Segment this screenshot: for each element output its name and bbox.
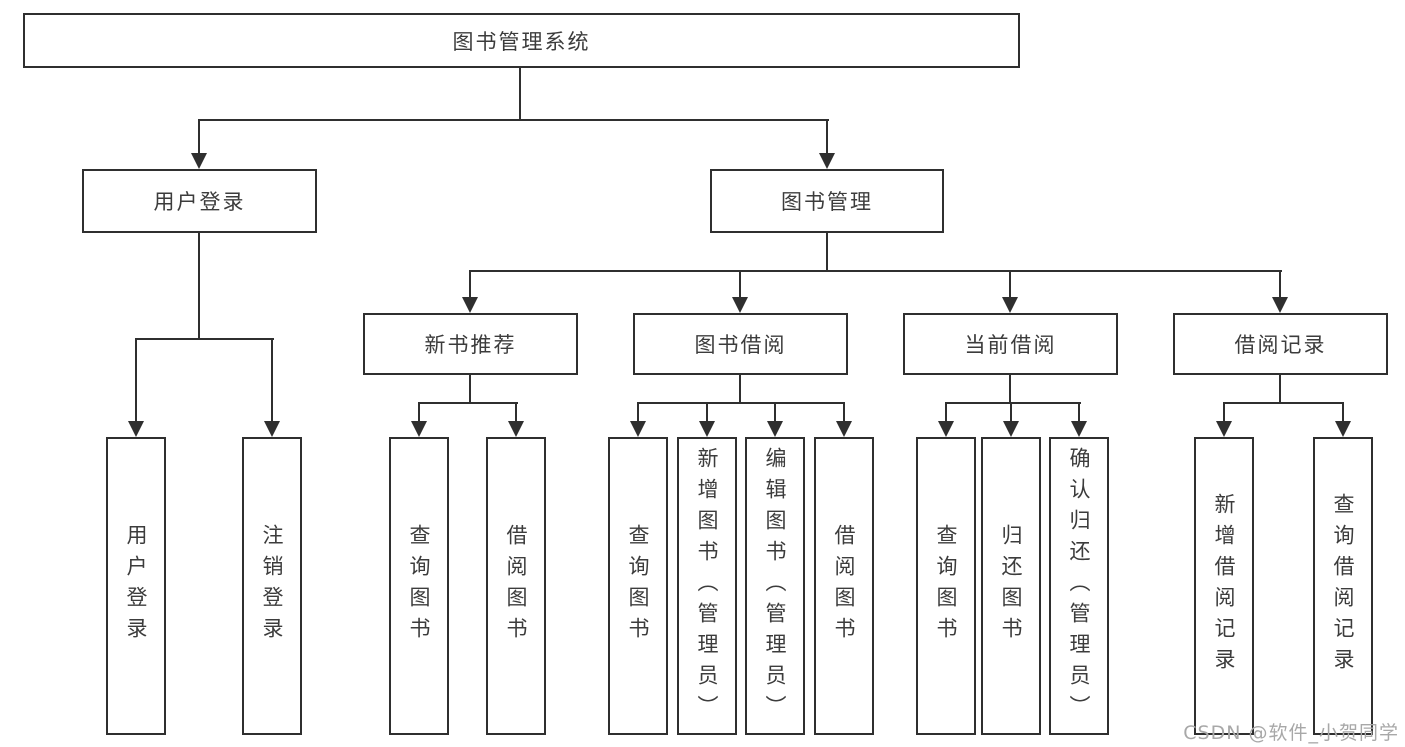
node-borrowing-records: 借阅记录 bbox=[1173, 313, 1388, 375]
watermark: CSDN @软件_小贺同学 bbox=[1183, 722, 1399, 744]
arrow-down-icon bbox=[1335, 421, 1351, 437]
connector-management-span bbox=[469, 270, 1282, 272]
connector-drop-level3 bbox=[1279, 270, 1281, 299]
leaf-query-borrow-record: 查询借阅记录 bbox=[1313, 437, 1373, 735]
arrow-down-icon bbox=[128, 421, 144, 437]
connector-recommend-stem bbox=[469, 375, 471, 404]
arrow-down-icon bbox=[630, 421, 646, 437]
connector-records-stem bbox=[1279, 375, 1281, 404]
leaf-return-books: 归还图书 bbox=[981, 437, 1041, 735]
arrow-down-icon bbox=[938, 421, 954, 437]
connector-records-span bbox=[1223, 402, 1344, 404]
arrow-down-icon bbox=[1272, 297, 1288, 313]
node-user-login: 用户登录 bbox=[82, 169, 317, 233]
arrow-down-icon bbox=[1071, 421, 1087, 437]
arrow-down-icon bbox=[836, 421, 852, 437]
connector-root-span bbox=[198, 119, 829, 121]
node-library-system: 图书管理系统 bbox=[23, 13, 1020, 68]
leaf-user-login: 用户登录 bbox=[106, 437, 166, 735]
connector-login-span bbox=[135, 338, 274, 340]
connector-drop-level3 bbox=[1009, 270, 1011, 299]
arrow-down-icon bbox=[508, 421, 524, 437]
arrow-down-icon bbox=[411, 421, 427, 437]
connector-drop-leaf bbox=[1342, 402, 1344, 423]
arrow-down-icon bbox=[732, 297, 748, 313]
node-book-management: 图书管理 bbox=[710, 169, 944, 233]
connector-drop-leaf bbox=[418, 402, 420, 423]
connector-drop-book-management bbox=[826, 119, 828, 155]
arrow-down-icon bbox=[699, 421, 715, 437]
connector-borrowing-span bbox=[637, 402, 845, 404]
node-book-borrowing: 图书借阅 bbox=[633, 313, 848, 375]
connector-drop-leaf bbox=[1010, 402, 1012, 423]
connector-login-stem bbox=[198, 233, 200, 340]
leaf-query-books: 查询图书 bbox=[608, 437, 668, 735]
leaf-logout: 注销登录 bbox=[242, 437, 302, 735]
connector-drop-leaf bbox=[1078, 402, 1080, 423]
connector-current-span bbox=[945, 402, 1081, 404]
leaf-query-books: 查询图书 bbox=[389, 437, 449, 735]
leaf-query-books: 查询图书 bbox=[916, 437, 976, 735]
leaf-borrow-books: 借阅图书 bbox=[814, 437, 874, 735]
connector-drop-leaf bbox=[945, 402, 947, 423]
connector-drop-user-login bbox=[198, 119, 200, 155]
connector-root-stem bbox=[519, 68, 521, 120]
arrow-down-icon bbox=[1216, 421, 1232, 437]
arrow-down-icon bbox=[1002, 297, 1018, 313]
leaf-edit-books-admin: 编辑图书（管理员） bbox=[745, 437, 805, 735]
connector-drop-level3 bbox=[469, 270, 471, 299]
leaf-confirm-return-admin: 确认归还（管理员） bbox=[1049, 437, 1109, 735]
leaf-add-borrow-record: 新增借阅记录 bbox=[1194, 437, 1254, 735]
connector-drop-leaf bbox=[1223, 402, 1225, 423]
arrow-down-icon bbox=[1003, 421, 1019, 437]
connector-management-stem bbox=[826, 233, 828, 272]
connector-drop-leaf bbox=[135, 338, 137, 423]
arrow-down-icon bbox=[767, 421, 783, 437]
connector-drop-leaf bbox=[515, 402, 517, 423]
connector-drop-leaf bbox=[637, 402, 639, 423]
arrow-down-icon bbox=[191, 153, 207, 169]
node-current-borrowing: 当前借阅 bbox=[903, 313, 1118, 375]
connector-drop-leaf bbox=[706, 402, 708, 423]
connector-drop-leaf bbox=[271, 338, 273, 423]
arrow-down-icon bbox=[462, 297, 478, 313]
node-new-book-recommend: 新书推荐 bbox=[363, 313, 578, 375]
leaf-add-books-admin: 新增图书（管理员） bbox=[677, 437, 737, 735]
connector-drop-level3 bbox=[739, 270, 741, 299]
connector-recommend-span bbox=[418, 402, 518, 404]
arrow-down-icon bbox=[819, 153, 835, 169]
leaf-borrow-books: 借阅图书 bbox=[486, 437, 546, 735]
arrow-down-icon bbox=[264, 421, 280, 437]
connector-borrowing-stem bbox=[739, 375, 741, 404]
connector-current-stem bbox=[1009, 375, 1011, 404]
connector-drop-leaf bbox=[774, 402, 776, 423]
connector-drop-leaf bbox=[843, 402, 845, 423]
